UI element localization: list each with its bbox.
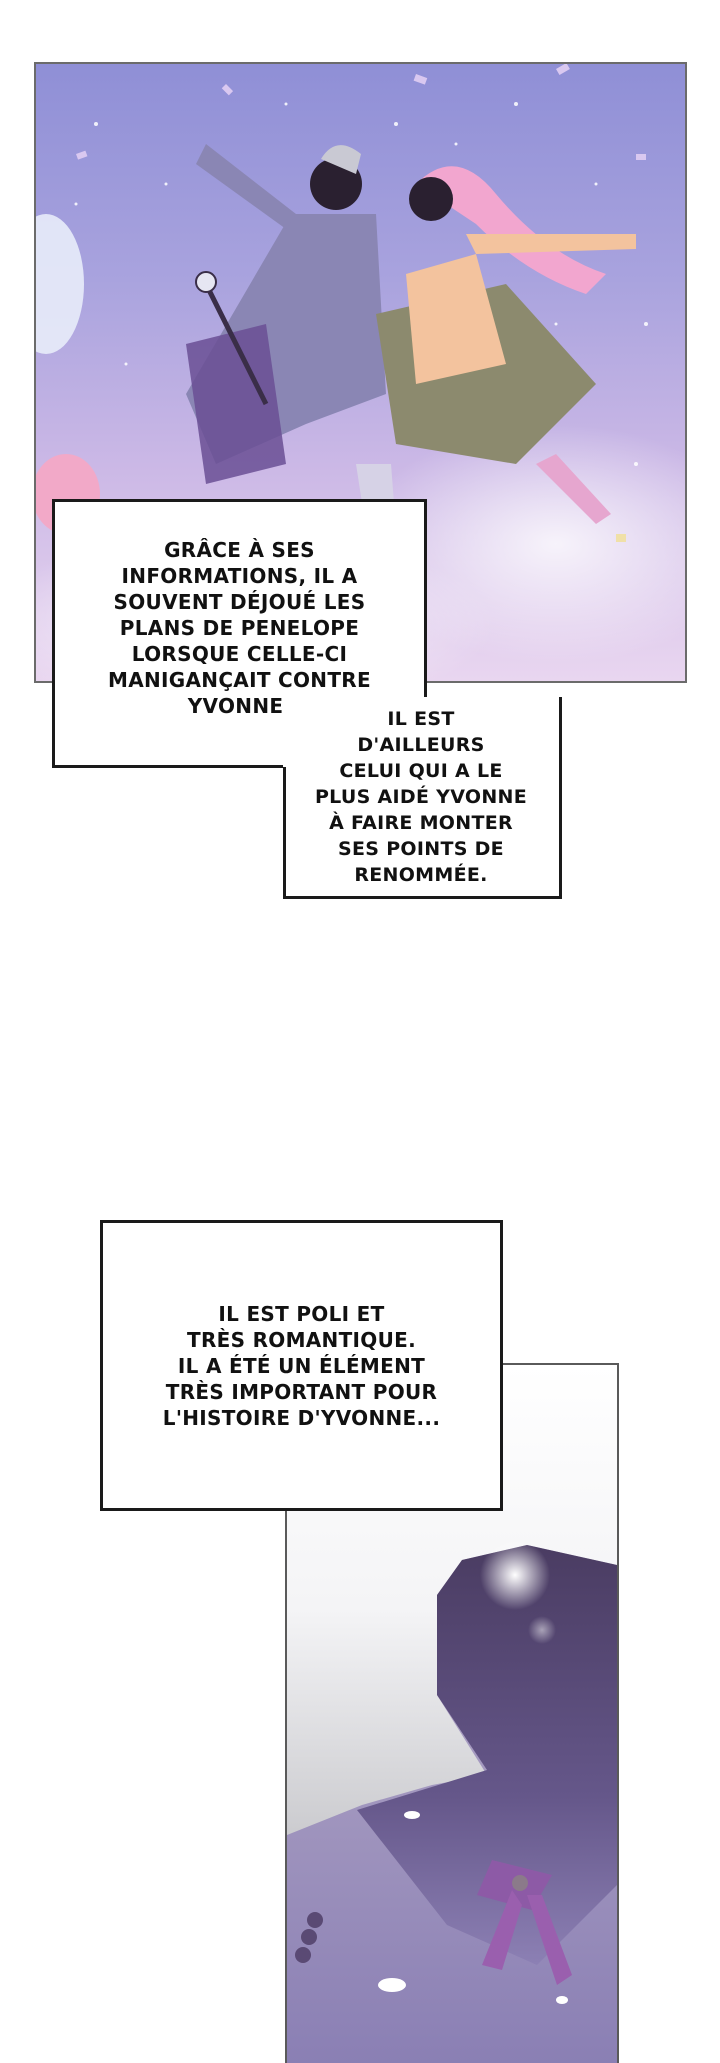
caption-3-text: Il est poli et très romantique. Il a été…: [162, 1301, 441, 1430]
petals: [378, 1811, 568, 2004]
confetti: [76, 64, 646, 542]
caption-2-text: Il est d'ailleurs celui qui a le plus ai…: [314, 707, 528, 886]
woman-figure: [376, 166, 636, 524]
head-silhouette: [357, 1545, 617, 1965]
man-figure: [186, 144, 401, 594]
sparkles: [74, 102, 648, 466]
brooch: [512, 1875, 528, 1891]
light-spot: [528, 1616, 556, 1644]
caption-box-3: Il est poli et très romantique. Il a été…: [100, 1220, 503, 1511]
caption-box-2: Il est d'ailleurs celui qui a le plus ai…: [283, 697, 562, 899]
balloon-white: [36, 214, 84, 354]
caption-1-text: Grâce à ses informations, il a souvent d…: [108, 538, 371, 718]
buttons: [295, 1912, 323, 1963]
bow-ribbon: [482, 1890, 572, 1985]
comic-panel-dancing-couple: [34, 62, 687, 683]
silhouette-man-illustration: [287, 1540, 617, 2063]
light-spot: [480, 1540, 550, 1610]
